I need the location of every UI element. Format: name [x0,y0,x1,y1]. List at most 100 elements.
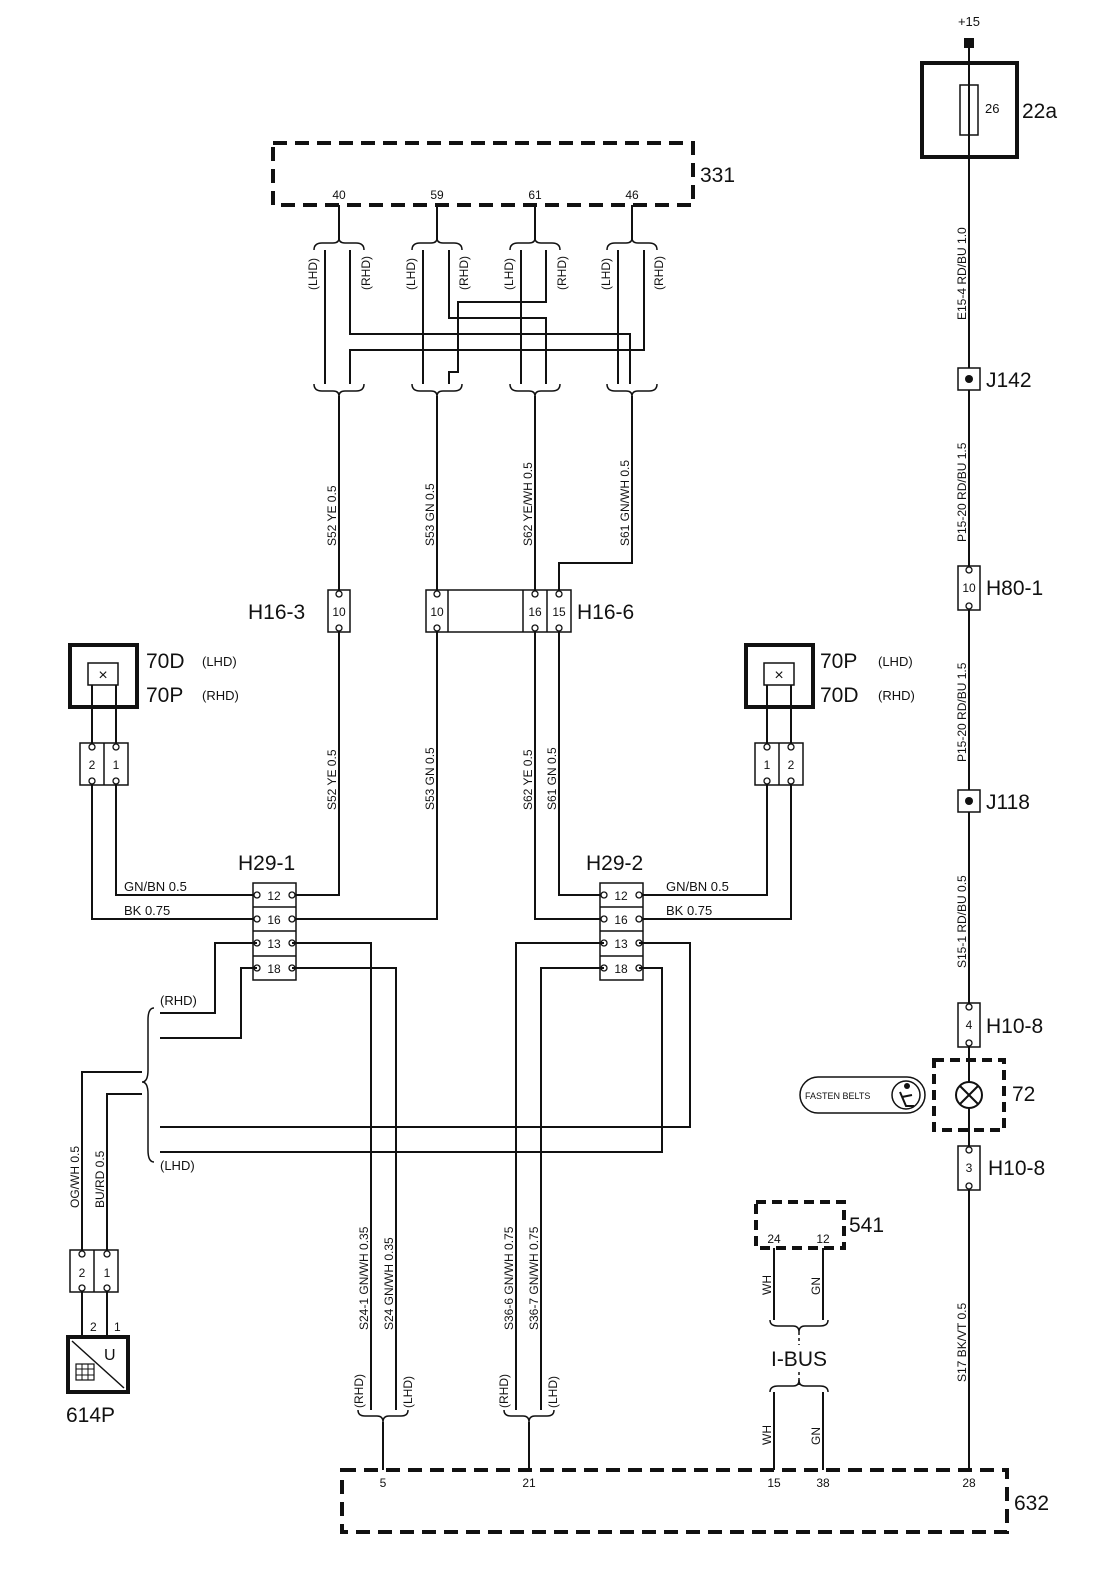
svg-text:1: 1 [113,758,120,772]
svg-text:(LHD): (LHD) [878,654,913,669]
supply-circuit: +15 26 22a E15-4 RD/BU 1.0 J142 P15-20 R… [799,14,1057,1470]
svg-text:10: 10 [332,605,346,619]
svg-text:(LHD): (LHD) [160,1158,195,1173]
svg-text:WH: WH [760,1275,774,1295]
svg-text:(RHD): (RHD) [652,256,666,290]
component-541: 541 24 12 WH GN I-BUS WH GN [754,1200,884,1470]
connector-h10-8-top-label: H10-8 [986,1015,1043,1038]
component-331: 331 40 59 61 46 [271,141,735,207]
svg-text:12: 12 [816,1232,830,1246]
svg-text:21: 21 [522,1476,536,1490]
svg-text:(RHD): (RHD) [497,1374,511,1408]
svg-text:FASTEN BELTS: FASTEN BELTS [805,1091,870,1101]
connector-h80-1-label: H80-1 [986,577,1043,600]
pin-h80-1: 10 [962,581,976,595]
wire-label-p15-20-a: P15-20 RD/BU 1.5 [955,442,969,542]
svg-text:(RHD): (RHD) [359,256,373,290]
wire-label-ogwh: OG/WH 0.5 [68,1146,82,1208]
svg-text:2: 2 [90,1320,97,1334]
sensor-u-label: U [104,1347,116,1364]
lamp-right-bottom-label: 70D [820,684,859,707]
ibus-label: I-BUS [771,1348,827,1371]
component-72-label: 72 [1012,1083,1035,1106]
svg-text:(LHD): (LHD) [202,654,237,669]
connector-h10-8-top [957,1002,981,1048]
component-632-label: 632 [1014,1492,1049,1515]
lhd-rhd-split: (LHD) (RHD) (LHD) (RHD) (LHD) (RHD) (LHD… [306,205,666,397]
component-541-label: 541 [849,1214,884,1237]
svg-text:13: 13 [267,937,281,951]
wire-label-gnbn-right: GN/BN 0.5 [666,879,729,894]
svg-text:28: 28 [962,1476,976,1490]
lamp-x-icon: × [774,667,783,684]
svg-text:(LHD): (LHD) [546,1376,560,1408]
upper-harness: S52 YE 0.5 S53 GN 0.5 S62 YE/WH 0.5 S61 … [325,396,633,590]
svg-text:2: 2 [79,1266,86,1280]
pin-331-59: 59 [430,188,444,202]
wire-label-s52-bot: S52 YE 0.5 [325,749,339,810]
lamp-left: × 70D (LHD) 70P (RHD) 2 1 GN/BN 0.5 BK 0… [68,643,255,920]
wire-label-s15-1: S15-1 RD/BU 0.5 [955,875,969,968]
connector-h10-8-bottom [957,1145,981,1191]
connector-h29-1: H29-1 12 16 13 18 [238,852,297,981]
svg-text:(RHD): (RHD) [878,688,915,703]
middle-harness: S52 YE 0.5 S53 GN 0.5 S62 YE 0.5 S61 GN … [292,632,604,920]
wire-label-bk-right: BK 0.75 [666,903,712,918]
wire-label-p15-20-b: P15-20 RD/BU 1.5 [955,662,969,762]
svg-text:1: 1 [104,1266,111,1280]
svg-text:(LHD): (LHD) [404,258,418,290]
seatbelt-person-icon [891,1080,921,1110]
wire-label-s61-bot: S61 GN 0.5 [545,747,559,810]
connector-h16-6: 10 16 15 H16-6 [425,589,634,633]
svg-text:(LHD): (LHD) [502,258,516,290]
pin-331-46: 46 [625,188,639,202]
wire-label-s61-top: S61 GN/WH 0.5 [618,460,632,546]
wire-label-s17: S17 BK/VT 0.5 [955,1303,969,1382]
wire-label-gnbn-left: GN/BN 0.5 [124,879,187,894]
component-331-label: 331 [700,164,735,187]
svg-text:18: 18 [614,962,628,976]
lamp-x-icon: × [98,667,107,684]
svg-text:2: 2 [89,758,96,772]
svg-text:1: 1 [114,1320,121,1334]
svg-text:1: 1 [764,758,771,772]
wire-label-s53-bot: S53 GN 0.5 [423,747,437,810]
svg-text:24: 24 [767,1232,781,1246]
component-632: 632 5 21 15 38 28 [340,1468,1049,1534]
connector-h80-1 [957,565,981,611]
svg-text:15: 15 [767,1476,781,1490]
lamp-left-bottom-label: 70P [146,684,183,707]
component-22a-label: 22a [1022,100,1057,123]
component-72-box [932,1058,1006,1132]
svg-text:12: 12 [267,889,281,903]
svg-text:GN: GN [809,1427,823,1445]
svg-text:38: 38 [816,1476,830,1490]
connector-h29-2: H29-2 12 16 13 18 [586,852,644,981]
connector-h16-3: 10 H16-3 [248,589,351,633]
wire-label-s24: S24 GN/WH 0.35 [382,1237,396,1330]
lamp-right-top-label: 70P [820,650,857,673]
component-614p-label: 614P [66,1404,115,1427]
svg-text:18: 18 [267,962,281,976]
wire-label-s62-top: S62 YE/WH 0.5 [521,462,535,546]
pin-h10-8-bottom: 3 [966,1161,973,1175]
supply-terminal [964,38,974,48]
supply-label: +15 [958,14,980,29]
svg-text:16: 16 [528,605,542,619]
wire-label-s62-bot: S62 YE 0.5 [521,749,535,810]
wire-label-s24-1: S24-1 GN/WH 0.35 [357,1226,371,1330]
connector-h16-6-label: H16-6 [577,601,634,624]
wire-label-burd: BU/RD 0.5 [93,1150,107,1208]
svg-text:2: 2 [788,758,795,772]
junction-j118-label: J118 [986,791,1030,814]
wire-label-s53-top: S53 GN 0.5 [423,483,437,546]
fasten-belts-indicator: FASTEN BELTS [799,1076,926,1114]
junction-j142-label: J142 [986,369,1032,392]
svg-text:15: 15 [552,605,566,619]
pin-h10-8-top: 4 [966,1018,973,1032]
connector-h29-2-label: H29-2 [586,852,643,875]
sensor-grid-icon [75,1363,95,1381]
svg-text:12: 12 [614,889,628,903]
fuse-number: 26 [985,101,999,116]
